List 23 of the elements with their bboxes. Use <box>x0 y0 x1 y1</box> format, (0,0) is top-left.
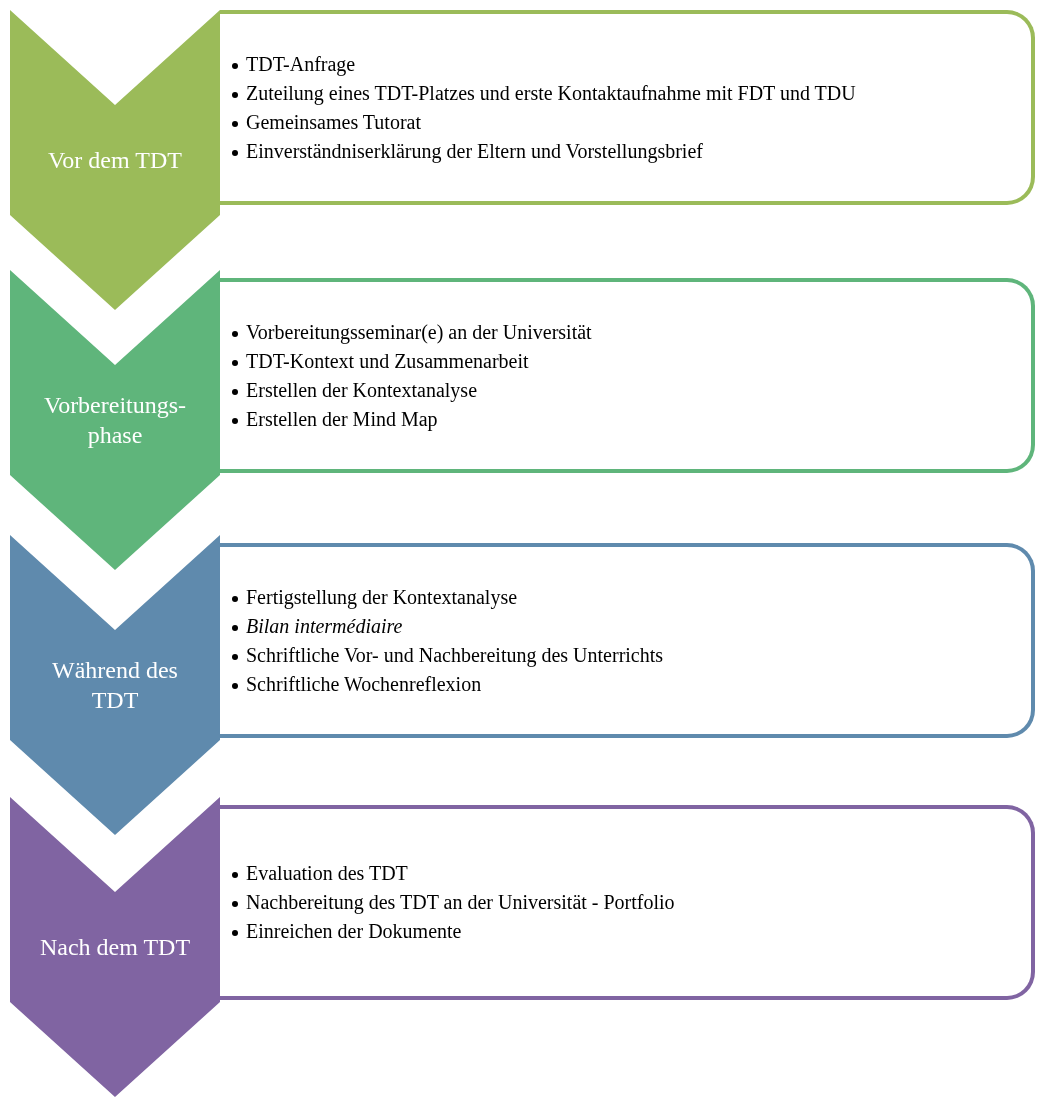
task-list-panel <box>220 805 1035 1000</box>
bullet-item: Fertigstellung der Kontextanalyse <box>246 585 518 608</box>
task-list-panel <box>220 278 1035 473</box>
task-list-panel <box>220 543 1035 738</box>
bullet-item: TDT-Anfrage <box>246 52 356 75</box>
task-list-panel <box>220 10 1035 205</box>
bullet-item: Erstellen der Mind Map <box>246 407 438 430</box>
bullet-item: Bilan intermédiaire <box>246 614 403 637</box>
bullet-item: Einreichen der Dokumente <box>246 920 462 942</box>
bullet-item: Gemeinsames Tutorat <box>246 110 421 133</box>
bullet-item: Einverständniserklärung der Eltern und Vorstellungsbrief <box>246 139 703 162</box>
phase-label: Vor dem TDT <box>48 146 182 175</box>
phase-label: Nach dem TDT <box>39 933 191 962</box>
bullet-item: TDT-Kontext und Zusammenarbeit <box>246 349 529 372</box>
bullet-item: Erstellen der Kontextanalyse <box>246 378 478 401</box>
bullet-item: Zuteilung eines TDT-Platzes und erste Kontaktaufnahme mit FDT und TDU <box>246 81 856 104</box>
phase-label: Vorbereitungs-phase <box>42 391 188 450</box>
bullet-item: Schriftliche Vor- und Nachbereitung des Unterrichts <box>246 643 664 666</box>
bullet-item: Schriftliche Wochenreflexion <box>246 672 482 695</box>
bullet-item: Vorbereitungsseminar(e) an der Universität <box>246 320 592 343</box>
bullet-item: Nachbereitung des TDT an der Universität - Portfolio <box>246 891 675 913</box>
phase-label: Während des TDT <box>51 656 179 715</box>
bullet-item: Evaluation des TDT <box>246 862 408 884</box>
